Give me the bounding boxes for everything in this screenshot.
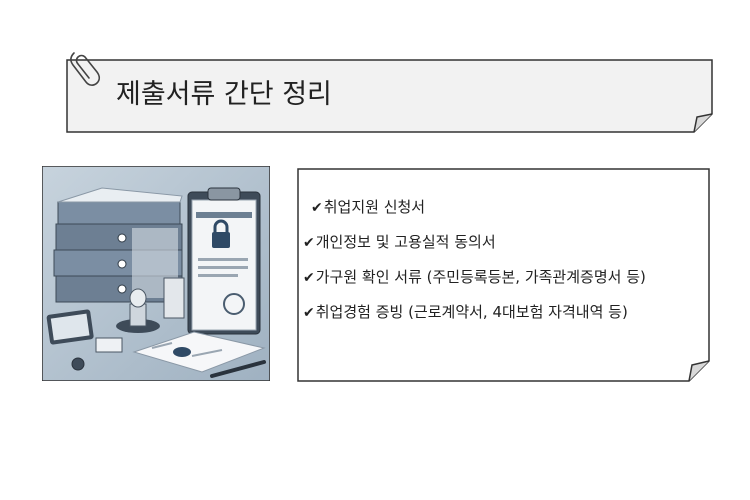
- list-item-label: 개인정보 및 고용실적 동의서: [315, 233, 496, 251]
- list-item: ✔가구원 확인 서류 (주민등록등본, 가족관계증명서 등): [303, 266, 646, 301]
- check-icon: ✔: [303, 270, 315, 286]
- page-title: 제출서류 간단 정리: [116, 79, 332, 110]
- paperclip-icon: [70, 52, 101, 86]
- list-item-label: 취업경험 증빙 (근로계약서, 4대보험 자격내역 등): [315, 303, 628, 321]
- document-icon: [132, 331, 266, 373]
- documents-illustration: [42, 166, 270, 381]
- coin-icon: [71, 357, 85, 371]
- list-item-label: 취업지원 신청서: [323, 198, 426, 216]
- box-icon: [163, 277, 185, 319]
- tablet-icon: [46, 309, 94, 345]
- document-list-card: ✔취업지원 신청서 ✔개인정보 및 고용실적 동의서 ✔가구원 확인 서류 (주…: [297, 168, 710, 382]
- check-icon: ✔: [303, 305, 315, 321]
- stamp-icon: [116, 288, 160, 333]
- title-card: 제출서류 간단 정리: [66, 52, 713, 133]
- list-item: ✔개인정보 및 고용실적 동의서: [303, 231, 646, 266]
- document-list: ✔취업지원 신청서 ✔개인정보 및 고용실적 동의서 ✔가구원 확인 서류 (주…: [303, 196, 646, 336]
- list-card-background: [297, 168, 710, 382]
- pen-icon: [210, 360, 266, 378]
- check-icon: ✔: [311, 200, 323, 216]
- check-icon: ✔: [303, 235, 315, 251]
- clipboard-lock-icon: [187, 187, 261, 335]
- title-card-background: [66, 59, 713, 133]
- binder-stack-icon: [53, 187, 183, 303]
- list-item-label: 가구원 확인 서류 (주민등록등본, 가족관계증명서 등): [315, 268, 646, 286]
- list-item: ✔취업경험 증빙 (근로계약서, 4대보험 자격내역 등): [303, 301, 646, 336]
- list-item: ✔취업지원 신청서: [303, 196, 646, 231]
- box-icon: [95, 337, 123, 353]
